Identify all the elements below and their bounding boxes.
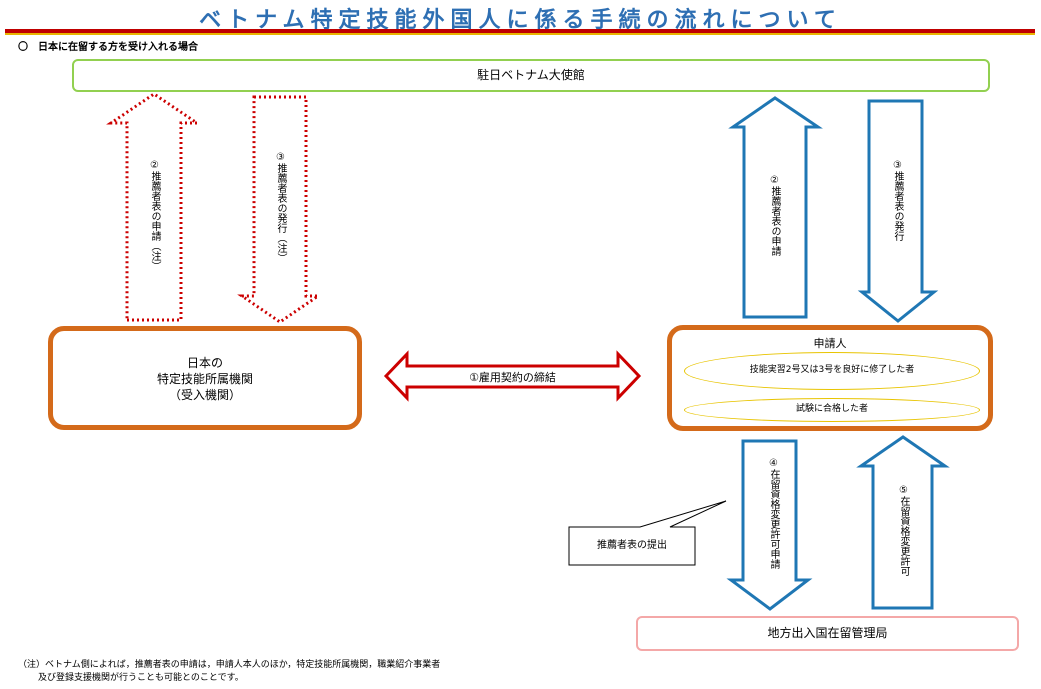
contract-label: ①雇用契約の締結 bbox=[469, 371, 556, 384]
immigration-bureau-box: 地方出入国在留管理局 bbox=[636, 616, 1019, 651]
applicant-issue-label: ③推薦者表の発行 bbox=[892, 160, 903, 241]
status-grant-label: ⑤在留資格変更許可 bbox=[898, 485, 909, 576]
footnote: （注）ベトナム側によれば，推薦者表の申請は，申請人本人のほか，特定技能所属機関，… bbox=[18, 659, 440, 685]
contract-arrow bbox=[383, 350, 642, 402]
footnote-line2: 及び登録支援機関が行うことも可能とのことです。 bbox=[38, 673, 244, 683]
applicant-box: 申請人 技能実習2号又は3号を良好に修了した者 試験に合格した者 bbox=[667, 325, 993, 431]
section-heading: 〇 日本に在留する方を受け入れる場合 bbox=[18, 42, 198, 53]
applicant-title: 申請人 bbox=[813, 337, 847, 350]
receiving-org-line3: （受入機関） bbox=[168, 388, 241, 402]
applicant-apply-label: ②推薦者表の申請 bbox=[769, 175, 780, 256]
applicant-condition-1: 技能実習2号又は3号を良好に修了した者 bbox=[684, 352, 980, 390]
title-underline-red bbox=[5, 29, 1035, 33]
status-apply-label: ④在留資格変更許可申請 bbox=[768, 458, 779, 569]
footnote-line1: （注）ベトナム側によれば，推薦者表の申請は，申請人本人のほか，特定技能所属機関，… bbox=[18, 660, 441, 670]
org-apply-arrow bbox=[106, 92, 202, 322]
org-issue-arrow bbox=[237, 95, 323, 324]
callout-text: 推薦者表の提出 bbox=[597, 540, 667, 551]
receiving-org-line1: 日本の bbox=[186, 356, 223, 370]
applicant-apply-arrow bbox=[728, 96, 823, 319]
callout-shape bbox=[568, 500, 727, 566]
status-grant-arrow bbox=[856, 435, 950, 610]
org-issue-label: ③推薦者表の発行（注） bbox=[275, 152, 286, 263]
org-apply-label: ②推薦者表の申請（注） bbox=[149, 160, 160, 271]
receiving-org-line2: 特定技能所属機関 bbox=[156, 372, 253, 386]
applicant-issue-arrow bbox=[857, 99, 939, 323]
status-apply-arrow bbox=[726, 439, 813, 611]
receiving-org-box: 日本の 特定技能所属機関 （受入機関） bbox=[48, 326, 362, 430]
page-title: ベトナム特定技能外国人に係る手続の流れについて bbox=[199, 8, 842, 33]
applicant-condition-2: 試験に合格した者 bbox=[684, 398, 980, 422]
title-underline-gold bbox=[5, 33, 1035, 35]
embassy-box: 駐日ベトナム大使館 bbox=[72, 59, 990, 92]
